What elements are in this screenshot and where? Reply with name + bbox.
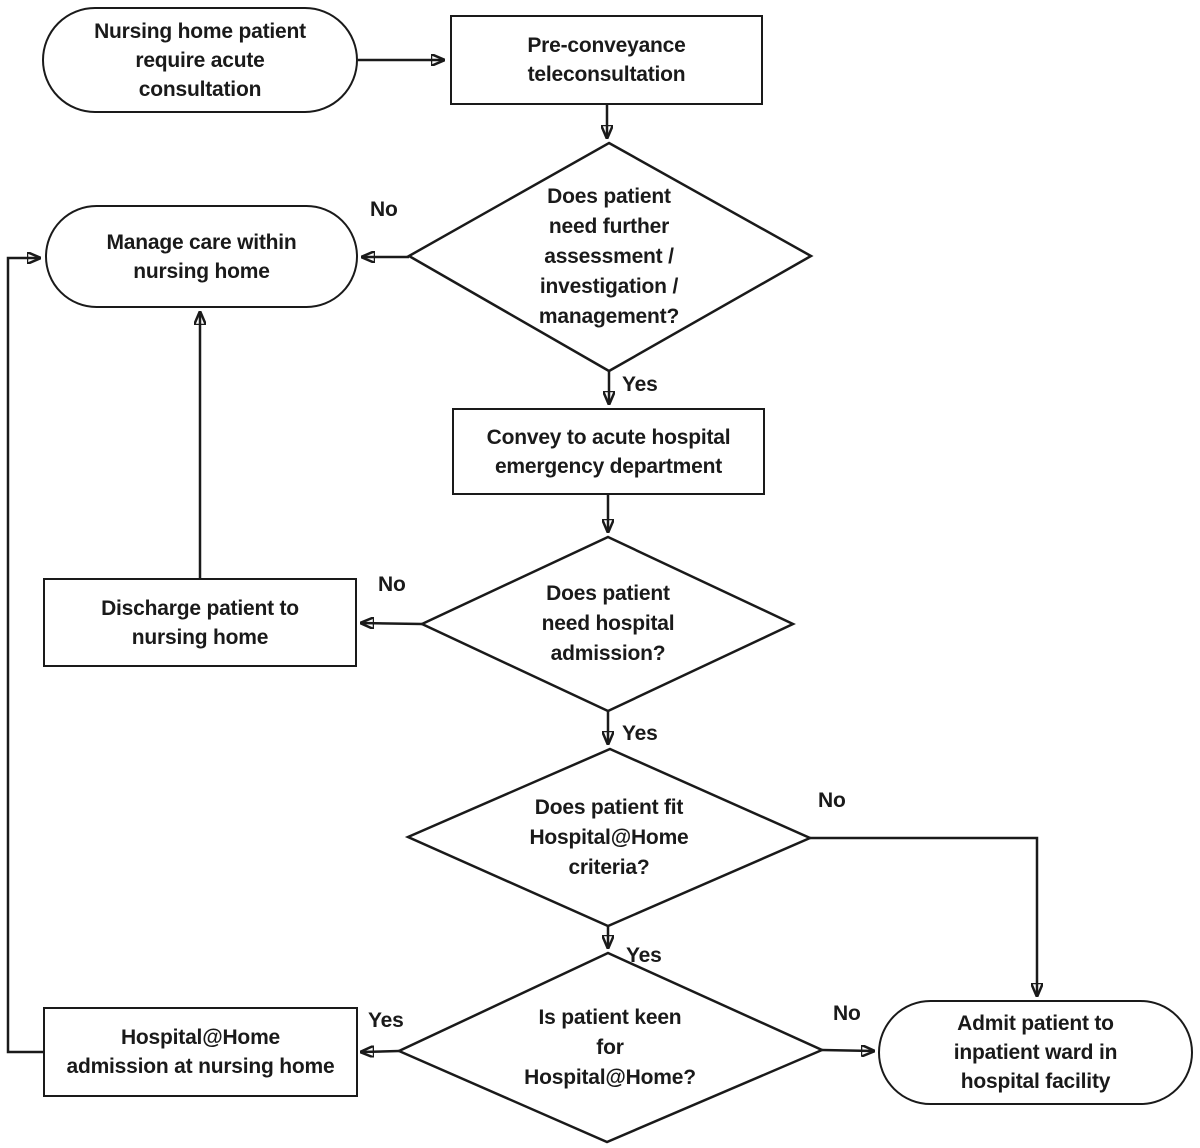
discharge-node: Discharge patient to nursing home <box>43 578 357 667</box>
edge-keen-yes-to-hah <box>361 1051 400 1052</box>
keen-decision-node: Is patient keen for Hospital@Home? <box>460 978 760 1118</box>
start-node: Nursing home patient require acute consu… <box>42 7 358 113</box>
criteria-decision-label: Does patient fit Hospital@Home criteria? <box>529 796 689 879</box>
convey-ed-node: Convey to acute hospital emergency depar… <box>452 408 765 495</box>
discharge-node-label: Discharge patient to nursing home <box>101 596 299 649</box>
admission-decision-node: Does patient need hospital admission? <box>458 554 758 694</box>
manage-care-node-label: Manage care within nursing home <box>106 230 297 283</box>
hah-admission-node: Hospital@Home admission at nursing home <box>43 1007 358 1097</box>
edge-criteria-no-to-admit <box>810 836 1037 996</box>
keen-yes-label: Yes <box>368 1009 404 1032</box>
criteria-decision-shape <box>404 747 814 928</box>
admit-inpatient-node: Admit patient to inpatient ward in hospi… <box>878 1000 1193 1105</box>
criteria-yes-label: Yes <box>626 944 662 967</box>
assessment-decision-node: Does patient need further assessment / i… <box>459 167 759 347</box>
assessment-no-label: No <box>370 198 398 221</box>
hah-admission-node-label: Hospital@Home admission at nursing home <box>66 1026 335 1078</box>
admission-no-label: No <box>378 573 406 596</box>
edge-keen-no-to-admit <box>821 1050 874 1051</box>
assessment-decision-label: Does patient need further assessment / i… <box>538 185 680 328</box>
keen-no-label: No <box>833 1002 861 1025</box>
admission-decision-shape <box>419 535 796 713</box>
assessment-decision-shape <box>406 141 814 373</box>
admission-yes-label: Yes <box>622 722 658 745</box>
assessment-yes-label: Yes <box>622 373 658 396</box>
start-node-label: Nursing home patient require acute consu… <box>94 19 306 101</box>
edge-admission-no-to-discharge <box>361 623 423 624</box>
criteria-decision-node: Does patient fit Hospital@Home criteria? <box>459 768 759 908</box>
edge-hah-loop-to-manage <box>6 258 43 1054</box>
admit-inpatient-node-label: Admit patient to inpatient ward in hospi… <box>953 1012 1118 1093</box>
keen-decision-shape <box>395 951 826 1144</box>
teleconsultation-node: Pre-conveyance teleconsultation <box>450 15 763 105</box>
teleconsultation-node-label: Pre-conveyance teleconsultation <box>527 34 686 86</box>
convey-ed-node-label: Convey to acute hospital emergency depar… <box>486 425 731 478</box>
manage-care-node: Manage care within nursing home <box>45 205 358 308</box>
criteria-no-label: No <box>818 789 846 812</box>
keen-decision-label: Is patient keen for Hospital@Home? <box>524 1006 696 1089</box>
admission-decision-label: Does patient need hospital admission? <box>541 582 675 665</box>
